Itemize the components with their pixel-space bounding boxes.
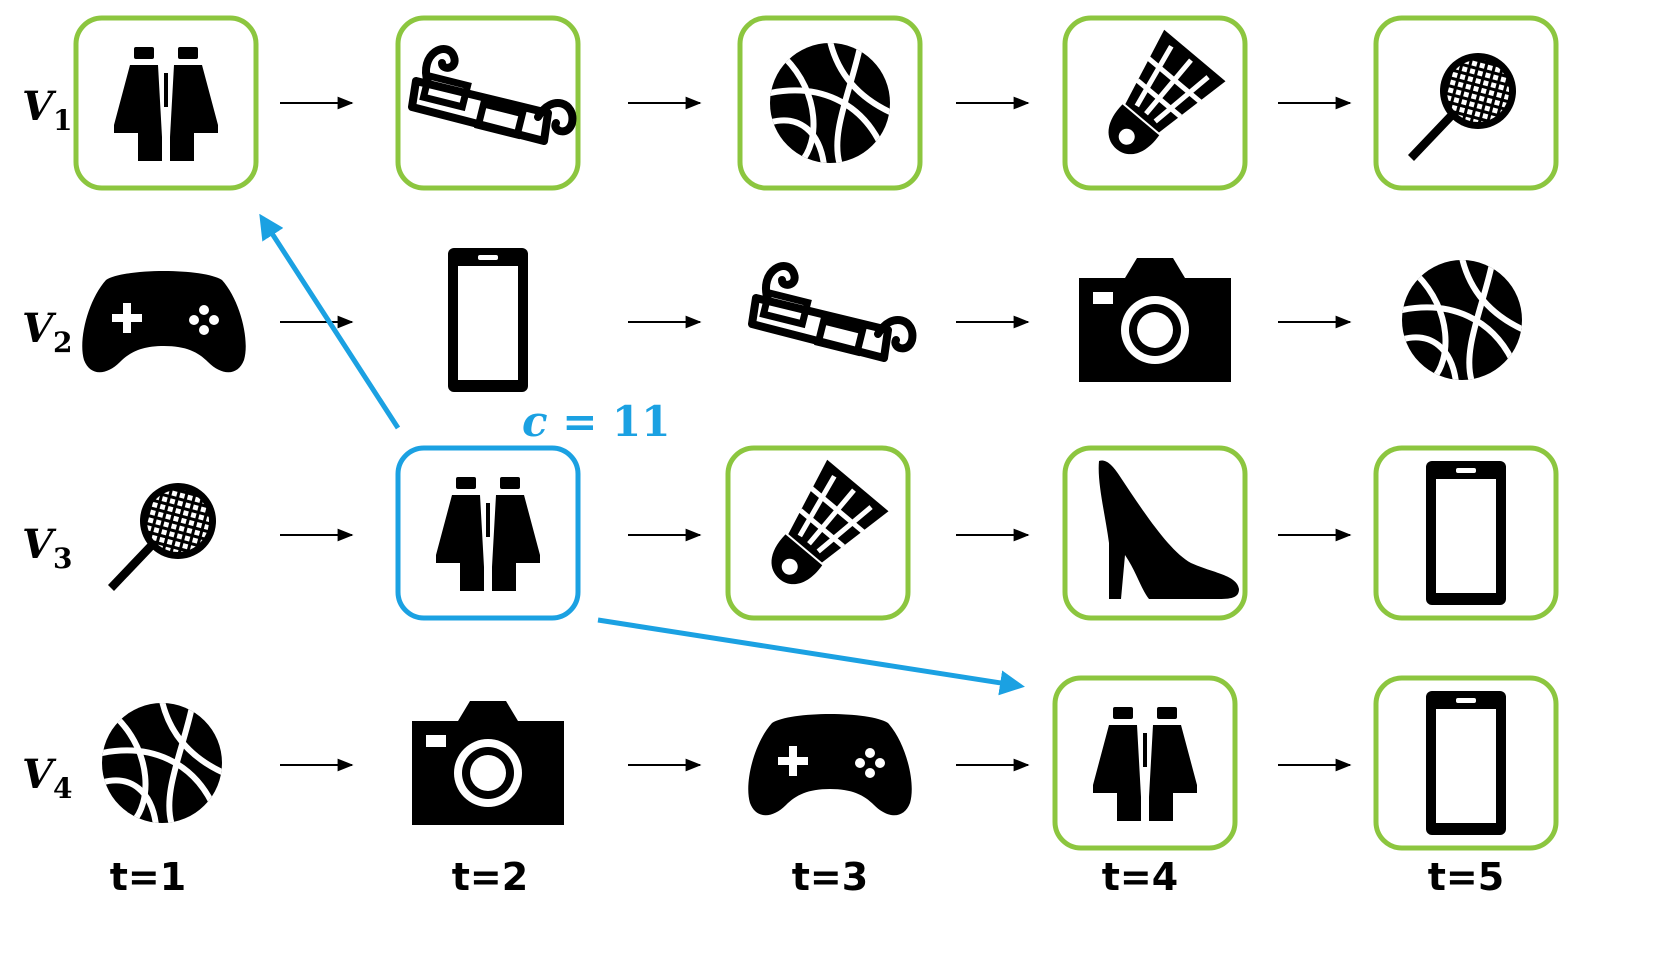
time-label-2: t=2 — [452, 855, 528, 899]
volleyball-icon — [770, 43, 890, 163]
camera-icon — [1079, 258, 1231, 382]
highlight-box-r1-t5 — [1373, 15, 1559, 191]
highlight-box-r1-t1 — [73, 15, 259, 191]
binoculars-icon — [1093, 707, 1197, 821]
time-label-5: t=5 — [1428, 855, 1504, 899]
3d-glasses-icon — [748, 262, 917, 362]
smartphone-icon — [1426, 691, 1506, 835]
binoculars-icon — [436, 477, 540, 591]
row-label-v4: V4 — [22, 751, 73, 805]
highlight-box-r3-t5 — [1373, 445, 1559, 621]
row-label-v1: V1 — [22, 83, 73, 137]
high-heel-icon — [1098, 460, 1239, 599]
highlight-box-r4-t4 — [1052, 675, 1238, 851]
highlight-box-r1-t2 — [395, 15, 581, 191]
time-label-4: t=4 — [1102, 855, 1178, 899]
smartphone-icon — [1426, 461, 1506, 605]
highlight-box-r3-t2 — [395, 445, 581, 621]
row-label-v3: V3 — [22, 521, 73, 575]
3d-glasses-icon — [408, 45, 577, 145]
time-label-3: t=3 — [792, 855, 868, 899]
shuttlecock-icon — [771, 459, 889, 585]
tennis-racket-icon — [108, 483, 216, 591]
shuttlecock-icon — [1108, 29, 1226, 155]
highlight-box-r1-t3 — [737, 15, 923, 191]
row-label-v2: V2 — [22, 305, 73, 359]
blue-arrow-to-v4-t4 — [597, 617, 1025, 696]
volleyball-icon — [102, 703, 222, 823]
tennis-racket-icon — [1408, 52, 1516, 161]
highlight-box-r3-t3 — [725, 445, 911, 621]
time-label-1: t=1 — [110, 855, 186, 899]
blue-arrow-to-v1-t1 — [259, 213, 401, 430]
camera-icon — [412, 701, 564, 825]
binoculars-icon — [114, 47, 218, 161]
volleyball-icon — [1402, 260, 1522, 380]
gamepad-icon — [748, 714, 912, 816]
smartphone-icon — [448, 248, 528, 392]
highlight-box-r1-t4 — [1062, 15, 1248, 191]
gamepad-icon — [82, 271, 246, 373]
highlight-box-r3-t4 — [1062, 445, 1248, 621]
highlight-box-r4-t5 — [1373, 675, 1559, 851]
annotation-c-label: c = 11 — [522, 397, 670, 446]
